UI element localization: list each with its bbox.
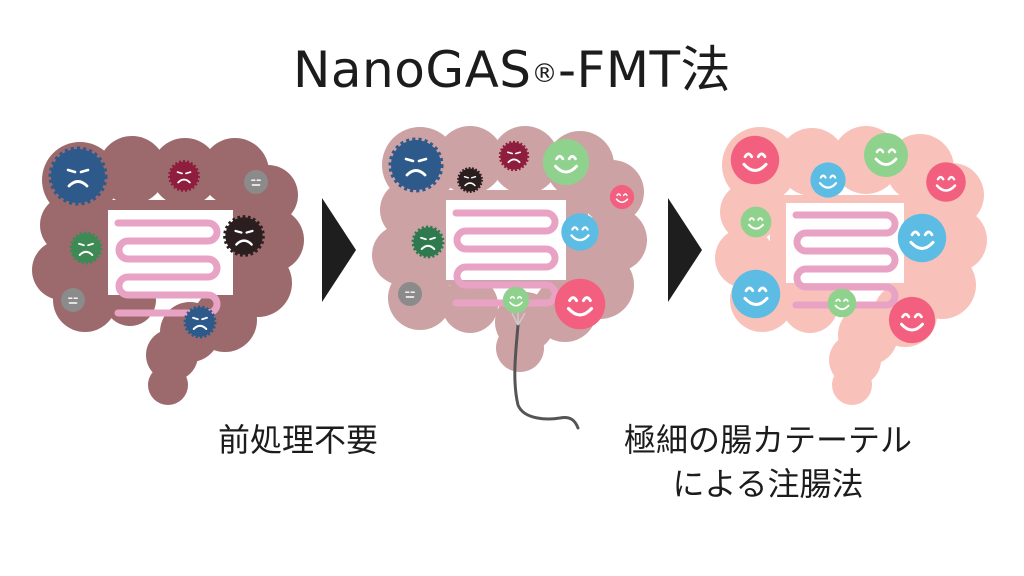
caption-catheter-line2: による注腸法 xyxy=(672,465,864,503)
title-main: NanoGAS xyxy=(293,41,532,99)
bacterium-happy-pink xyxy=(888,296,936,344)
bacterium-happy-blue xyxy=(731,269,781,319)
bacterium-happy-green xyxy=(502,286,530,314)
bacterium-happy-blue xyxy=(561,213,599,251)
bacterium-sad-black xyxy=(223,215,265,257)
bacterium-happy-blue xyxy=(897,213,947,263)
diagram-title: NanoGAS®-FMT法 xyxy=(0,40,1024,100)
colon-during xyxy=(372,126,647,372)
bacterium-happy-pink xyxy=(554,278,606,330)
caption-no-pretreatment: 前処理不要 xyxy=(218,421,379,459)
bacterium-sad-green xyxy=(69,231,103,265)
arrow-right-icon xyxy=(322,198,356,302)
bacterium-neutral-gray xyxy=(398,282,422,306)
caption-catheter: 極細の腸カテーテル による注腸法 xyxy=(598,418,938,506)
bacterium-sad-blue xyxy=(183,305,217,339)
catheter xyxy=(511,311,580,430)
bacterium-happy-pink xyxy=(926,162,966,202)
registered-mark: ® xyxy=(531,59,559,89)
caption-catheter-line1: 極細の腸カテーテル xyxy=(623,421,912,459)
title-suffix: -FMT法 xyxy=(558,41,731,99)
bacterium-sad-crimson xyxy=(498,140,530,172)
bacterium-neutral-gray xyxy=(61,288,85,312)
bacterium-happy-pink xyxy=(609,184,635,210)
bacterium-happy-green xyxy=(864,133,908,177)
bacterium-sad-green xyxy=(411,225,445,259)
bacterium-sad-dark-blue xyxy=(388,137,444,193)
bacterium-happy-green xyxy=(827,288,857,318)
bacterium-sad-dark-blue xyxy=(48,146,108,206)
bacterium-happy-green xyxy=(740,206,772,238)
bacterium-happy-pink xyxy=(730,135,780,185)
bacterium-happy-green xyxy=(542,138,590,186)
bacterium-neutral-gray xyxy=(244,170,268,194)
bacterium-happy-blue xyxy=(810,162,846,198)
bacterium-sad-crimson xyxy=(168,160,200,192)
bacterium-sad-black xyxy=(457,167,483,193)
arrow-right-icon xyxy=(668,198,702,302)
